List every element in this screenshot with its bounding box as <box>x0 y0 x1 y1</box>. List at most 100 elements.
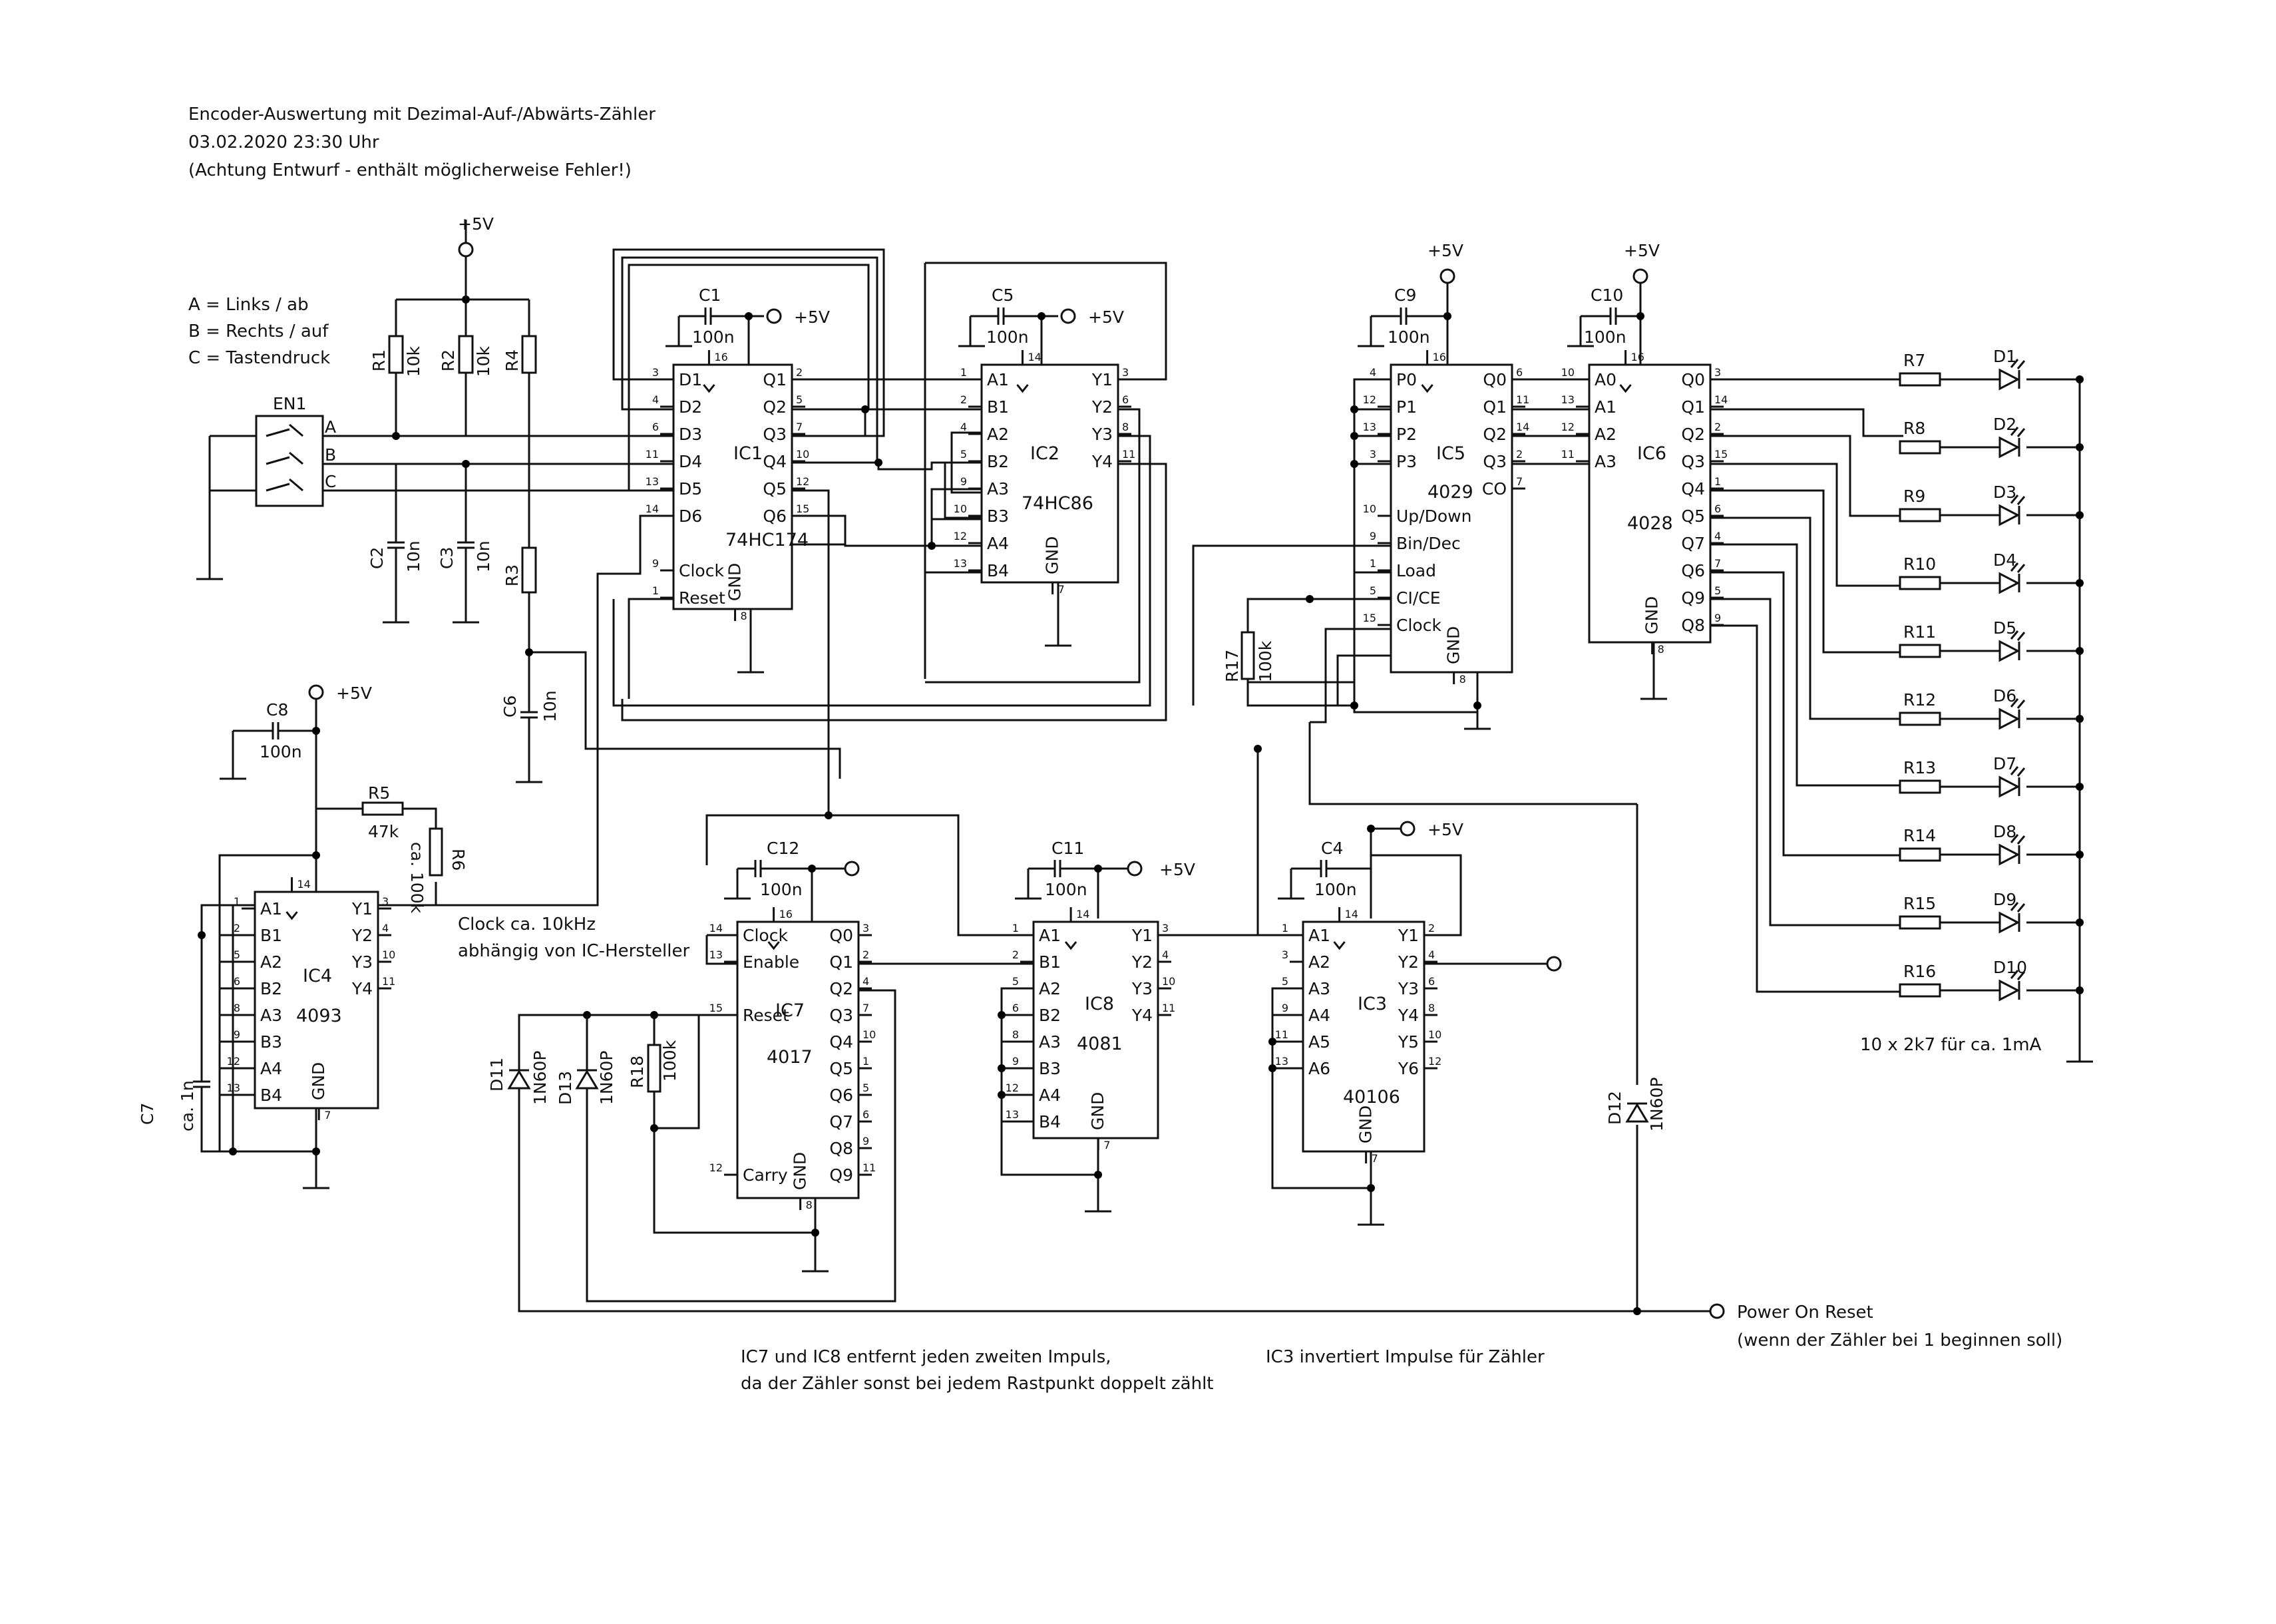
pin-label: Q1 <box>829 952 853 972</box>
pin-label: Y1 <box>351 899 373 918</box>
pin-number: 12 <box>1006 1082 1019 1094</box>
clock-note-2: abhängig von IC-Hersteller <box>458 941 689 961</box>
pin-label: B3 <box>987 507 1009 526</box>
pin-number: 7 <box>1516 475 1523 488</box>
pin-number: 1 <box>652 584 659 597</box>
gnd-label: GND <box>1642 596 1662 634</box>
led-resistor-ref: R13 <box>1903 758 1936 777</box>
pin-number: 5 <box>796 393 803 406</box>
pin-number: 13 <box>954 557 967 570</box>
pin-number: 3 <box>382 895 389 908</box>
encoder-legend: A = Links / ab B = Rechts / auf C = Tast… <box>188 295 330 368</box>
d12-value: 1N60P <box>1647 1078 1666 1132</box>
r6-value: ca. 100k <box>407 842 427 914</box>
led-ref: D7 <box>1993 754 2016 773</box>
pin-number: 15 <box>709 1002 723 1014</box>
wires <box>196 220 2093 1313</box>
pin-number: 1 <box>1012 922 1019 934</box>
pin-number: 2 <box>960 393 967 406</box>
c5-ref: C5 <box>992 286 1014 305</box>
supply-label: +5V <box>336 684 372 703</box>
pin-number: 1 <box>1714 475 1721 488</box>
pin-number: 13 <box>1006 1108 1019 1121</box>
pin-number: 1 <box>960 366 967 379</box>
pin-number: 4 <box>1428 948 1435 961</box>
pin-number: 8 <box>1012 1028 1019 1041</box>
pin-number: 10 <box>1428 1028 1441 1041</box>
pin-label: B3 <box>260 1032 282 1052</box>
pin-number: 5 <box>1714 584 1721 597</box>
integrated-circuits: 16GND8IC174HC174D13D24D36D411D513D614Clo… <box>227 350 1728 1211</box>
pin-number: 14 <box>1714 393 1728 406</box>
c10-ref: C10 <box>1591 286 1623 305</box>
c2-ref: C2 <box>367 547 387 569</box>
r4-ref: R4 <box>502 349 522 371</box>
c5-value: 100n <box>986 327 1029 347</box>
r2-ref: R2 <box>439 349 458 371</box>
power-on-reset-note: (wenn der Zähler bei 1 beginnen soll) <box>1737 1330 2062 1350</box>
r1-value: 10k <box>404 345 423 377</box>
led-ref: D8 <box>1993 822 2016 841</box>
protection-diodes: D11 1N60P D13 1N60P D12 1N60P <box>487 1015 1666 1311</box>
led-ref: D10 <box>1993 958 2027 977</box>
legend-a: A = Links / ab <box>188 295 309 315</box>
chip-ic1: 16GND8IC174HC174D13D24D36D411D513D614Clo… <box>646 350 809 622</box>
pin-number: 12 <box>954 530 967 542</box>
gnd-pin-number: 7 <box>1058 583 1065 596</box>
pin-number: 14 <box>646 503 659 515</box>
encoder-pin-c: C <box>325 472 336 491</box>
pin-number: 12 <box>1428 1055 1441 1068</box>
supply-labels: +5V +5V +5V +5V +5V +5V +5V +5V <box>336 214 1660 879</box>
led-resistor-ref: R8 <box>1903 419 1925 438</box>
led-resistor-ref: R15 <box>1903 894 1936 913</box>
pin-number: 3 <box>1370 448 1376 461</box>
led-resistor-ref: R12 <box>1903 690 1936 710</box>
pin-label: Q4 <box>763 452 787 471</box>
pin-number: 10 <box>862 1028 876 1041</box>
pin-number: 9 <box>1282 1002 1288 1014</box>
chip-ic8: 14GND7IC84081A11B12A25B26A38B39A412B413Y… <box>1006 907 1175 1151</box>
r5-value: 47k <box>368 822 399 841</box>
pin-label: D4 <box>679 452 702 471</box>
led-resistor <box>1899 983 1941 998</box>
pin-label: B4 <box>260 1086 282 1105</box>
vcc-pin-number: 14 <box>297 878 311 891</box>
pin-number: 2 <box>796 366 803 379</box>
chip-body <box>672 363 793 610</box>
vcc-pin-number: 14 <box>1345 908 1358 920</box>
pin-number: 4 <box>652 393 659 406</box>
pin-number: 12 <box>227 1055 240 1068</box>
led-resistor <box>1899 711 1941 726</box>
pin-label: Q9 <box>829 1165 853 1185</box>
encoder-ref: EN1 <box>273 394 306 413</box>
pin-label: A0 <box>1595 370 1616 389</box>
led-resistor-ref: R10 <box>1903 554 1936 574</box>
encoder-pin-a: A <box>325 417 336 437</box>
pin-label: Carry <box>743 1165 788 1185</box>
pin-label: Q4 <box>829 1032 853 1052</box>
pin-label: Y2 <box>1131 952 1153 972</box>
chip-part: 4028 <box>1627 513 1673 534</box>
pin-label: Y1 <box>1131 926 1153 945</box>
r18-ref: R18 <box>628 1056 647 1088</box>
vcc-pin-number: 16 <box>714 351 727 363</box>
pin-label: D1 <box>679 370 702 389</box>
supply-label: +5V <box>458 214 494 234</box>
pin-number: 10 <box>1363 503 1376 515</box>
pin-number: 9 <box>960 475 967 488</box>
pin-label: Q1 <box>763 370 787 389</box>
pin-number: 2 <box>1714 421 1721 433</box>
pin-number: 2 <box>234 922 240 934</box>
pin-label: Q2 <box>829 979 853 998</box>
led-icon <box>1998 911 2020 934</box>
pin-number: 9 <box>1370 530 1376 542</box>
pin-number: 13 <box>1363 421 1376 433</box>
pin-label: Load <box>1396 561 1436 580</box>
pin-label: Q1 <box>1681 397 1705 417</box>
pin-number: 10 <box>954 503 967 515</box>
pin-label: Enable <box>743 952 799 972</box>
pin-label: B1 <box>1039 952 1061 972</box>
